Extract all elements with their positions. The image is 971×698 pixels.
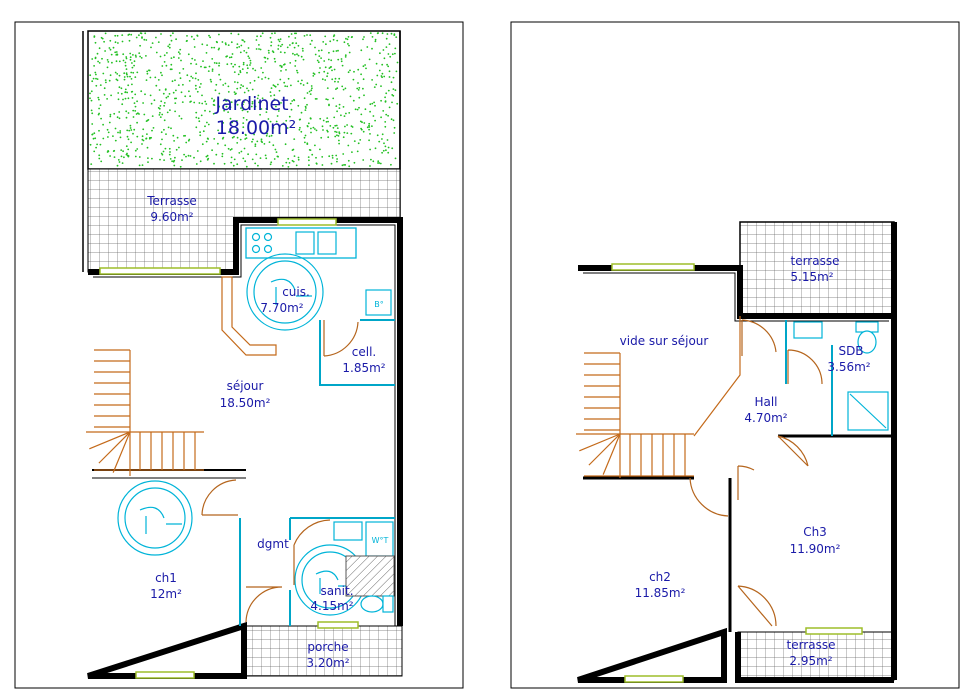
first-exterior-wall <box>577 265 897 683</box>
door-swing-ch3-south <box>737 465 755 500</box>
window <box>611 263 695 271</box>
door-swing-terrasse <box>737 585 777 627</box>
jardinet-name: Jardinet <box>214 93 288 115</box>
wc-tank <box>365 521 394 557</box>
cellier-name: cell. <box>352 345 376 359</box>
cellier-area-value: 1.85m² <box>342 361 385 375</box>
shower-icon <box>847 391 889 431</box>
wc-label: W°T <box>372 536 389 545</box>
corner-cabinet <box>221 276 277 356</box>
window <box>624 675 684 683</box>
chambre2-name: ch2 <box>649 570 671 584</box>
terrasse-bas-area-value: 2.95m² <box>789 654 832 668</box>
degagement-name: dgmt <box>257 537 289 551</box>
door-swing-sdb <box>787 349 823 385</box>
fridge-icon <box>365 289 392 316</box>
terrasse-bas-area <box>737 631 895 681</box>
washbasin-icon <box>793 321 823 339</box>
window <box>135 671 195 679</box>
vide-name: vide sur séjour <box>620 334 709 348</box>
door-swing-sanitaire <box>293 519 331 585</box>
sheet-frame-first <box>510 21 960 689</box>
staircase <box>576 352 694 478</box>
porche-area <box>243 625 403 677</box>
door-swing-hall <box>741 319 777 356</box>
porche-area-value: 3.20m² <box>306 656 349 670</box>
cuisine-area-value: 7.70m² <box>260 301 303 315</box>
cuisine-name: cuis. <box>282 285 310 299</box>
chambre3-area-value: 11.90m² <box>790 542 841 556</box>
staircase <box>86 349 204 476</box>
sanitaire-name: sanit. <box>320 584 353 598</box>
porche-name: porche <box>307 640 348 654</box>
terrasse-haut-name: terrasse <box>791 254 840 268</box>
chambre1-name: ch1 <box>155 571 177 585</box>
wheelchair-turn-circle-bedroom <box>117 480 193 556</box>
jardinet-area-value: 18.00m² <box>216 117 297 139</box>
door-swing-ch3 <box>777 435 809 467</box>
terrasse-name: Terrasse <box>146 194 197 208</box>
sanitaire-area-value: 4.15m² <box>310 599 353 613</box>
window <box>805 627 863 635</box>
sdb-area-value: 3.56m² <box>827 360 870 374</box>
terrasse-haut-area-value: 5.15m² <box>790 270 833 284</box>
chambre3-name: Ch3 <box>803 525 827 539</box>
toilet-icon <box>360 595 394 613</box>
terrasse-haut-area <box>739 221 895 317</box>
door-swing-ch2 <box>689 477 729 517</box>
window <box>317 621 359 629</box>
terrasse-bas-name: terrasse <box>787 638 836 652</box>
window <box>99 267 221 275</box>
ground-floor: B° W°T <box>82 30 403 679</box>
first-floor <box>576 221 897 683</box>
door-swing-ch1 <box>201 479 238 516</box>
cooktop-icon <box>251 232 273 254</box>
hall-name: Hall <box>754 395 777 409</box>
door-swing-porche <box>245 586 283 623</box>
sejour-name: séjour <box>227 379 264 393</box>
sink-icon <box>295 231 337 255</box>
sheet-frame-ground <box>14 21 464 689</box>
chambre1-area-value: 12m² <box>150 587 182 601</box>
toilet-icon <box>855 321 879 354</box>
window <box>277 218 337 226</box>
door-swing-cellier <box>323 320 359 357</box>
fridge-label: B° <box>374 300 384 309</box>
sdb-name: SDB <box>838 344 863 358</box>
hall-area-value: 4.70m² <box>744 411 787 425</box>
sejour-area-value: 18.50m² <box>220 396 271 410</box>
wheelchair-turn-circle-kitchen <box>246 253 324 331</box>
terrasse-area-value: 9.60m² <box>150 210 193 224</box>
grass-texture <box>89 32 399 168</box>
chambre2-area-value: 11.85m² <box>635 586 686 600</box>
washbasin-icon <box>333 521 363 541</box>
